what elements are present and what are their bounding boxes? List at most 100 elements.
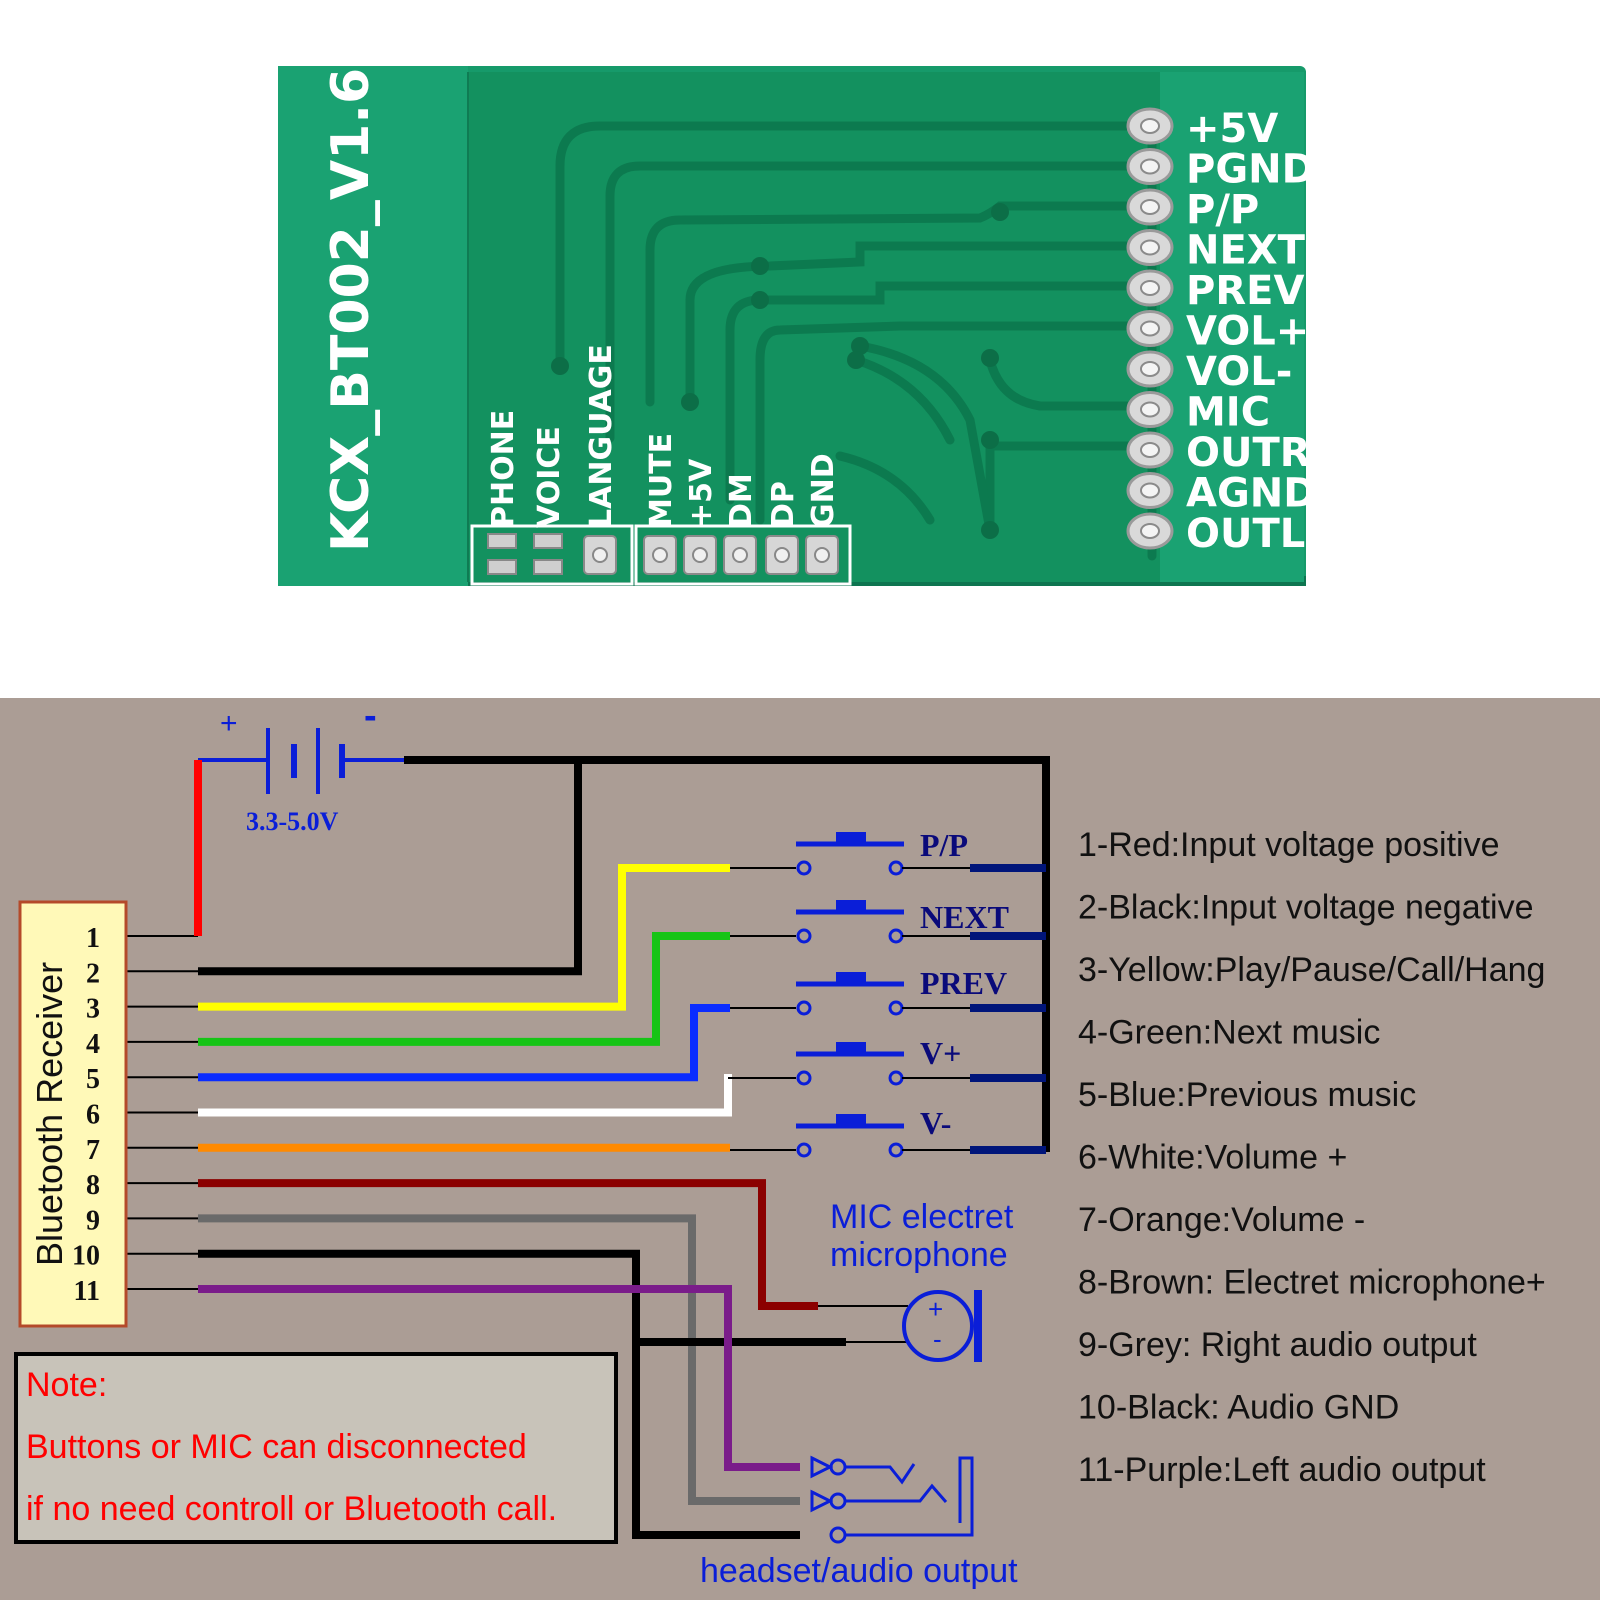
pcb-pin-11: OUTL <box>1126 511 1305 557</box>
mic-label-line2: microphone <box>830 1236 1008 1274</box>
note-box: Note: Buttons or MIC can disconnected if… <box>14 1352 618 1544</box>
receiver-pin-number: 5 <box>86 1064 100 1095</box>
receiver-pin-number: 8 <box>86 1170 100 1201</box>
legend-item: 10-Black: Audio GND <box>1078 1389 1399 1427</box>
push-buttons: P/P NEXT PREV V+ V- <box>796 827 1046 1158</box>
wire-green <box>198 932 730 1046</box>
pcb-pad-language: LANGUAGE <box>583 344 619 575</box>
pcb-pin-9: OUTR <box>1126 430 1311 476</box>
receiver-label: Bluetooth Receiver <box>29 962 70 1266</box>
pcb-pin-label: PGND <box>1186 147 1315 193</box>
battery-minus-sign: - <box>364 695 377 737</box>
pcb-pin-label: OUTL <box>1186 511 1305 557</box>
pcb-pin-10: AGND <box>1126 471 1316 517</box>
pcb-pin-3: P/P <box>1126 187 1259 233</box>
wire-blue <box>198 1004 730 1082</box>
button-v: V- <box>796 1105 1046 1158</box>
mic-symbol <box>902 1290 974 1362</box>
pcb-pin-label: VOL+ <box>1186 309 1309 355</box>
legend-item: 11-Purple:Left audio output <box>1078 1451 1486 1489</box>
legend-item: 3-Yellow:Play/Pause/Call/Hang <box>1078 951 1545 989</box>
pcb-pad-label: LANGUAGE <box>584 344 619 528</box>
button-label: PREV <box>920 965 1007 1001</box>
headset-label: headset/audio output <box>700 1552 1018 1590</box>
button-prev: PREV <box>796 965 1046 1016</box>
receiver-pin-number: 4 <box>86 1029 100 1060</box>
receiver-box <box>18 900 128 1328</box>
receiver-pin-number: 2 <box>86 958 100 989</box>
pcb-photo: +5VPGNDP/PNEXTPREVVOL+VOL-MICOUTRAGNDOUT… <box>278 66 1316 586</box>
legend-item: 1-Red:Input voltage positive <box>1078 826 1499 864</box>
pcb-pad-label: MUTE <box>644 433 679 528</box>
legend-item: 5-Blue:Previous music <box>1078 1076 1416 1114</box>
battery: + - 3.3-5.0V <box>198 695 404 836</box>
mic-minus-sign: - <box>933 1324 942 1354</box>
button-p-p: P/P <box>796 827 1046 876</box>
pcb-pad-mute: MUTE <box>643 433 679 575</box>
wire-color-legend: 1-Red:Input voltage positive2-Black:Inpu… <box>1078 826 1546 1489</box>
pcb-pin-label: P/P <box>1186 187 1259 233</box>
wire-purple <box>198 1285 800 1471</box>
battery-voltage-label: 3.3-5.0V <box>246 807 339 836</box>
button-label: V- <box>920 1105 951 1141</box>
pcb-left-area <box>278 66 468 586</box>
pcb-pin-2: PGND <box>1126 147 1315 193</box>
pcb-pad-phone: PHONE <box>486 410 521 575</box>
pcb-pad-gnd: GND <box>805 453 841 575</box>
wire-white <box>198 1074 732 1117</box>
receiver-pin-number: 3 <box>86 994 100 1025</box>
board-model-label: KCX_BT002_V1.6 <box>321 68 381 552</box>
pcb-pin-7: VOL- <box>1126 349 1292 395</box>
pcb-pad-voice: VOICE <box>532 426 567 575</box>
pcb-pin-5: PREV <box>1126 268 1304 314</box>
pcb-pin-label: NEXT <box>1186 228 1306 274</box>
pcb-pin-4: NEXT <box>1126 228 1306 274</box>
pcb-pin-1: +5V <box>1126 106 1278 152</box>
pcb-pin-6: VOL+ <box>1126 309 1309 355</box>
button-v: V+ <box>796 1035 1046 1086</box>
pcb-traces <box>555 121 1157 561</box>
receiver-pin-number: 1 <box>86 923 100 954</box>
pcb-pin-8: MIC <box>1126 390 1270 436</box>
pcb-pin-label: MIC <box>1186 390 1270 436</box>
button-next: NEXT <box>796 899 1046 944</box>
legend-item: 7-Orange:Volume - <box>1078 1201 1365 1239</box>
pcb-pin-label: +5V <box>1186 106 1278 152</box>
wire-grey <box>198 1214 800 1505</box>
microphone: + - MIC electret microphone <box>830 1198 1014 1362</box>
pcb-pad-dp: DP <box>765 481 801 575</box>
button-label: NEXT <box>920 899 1009 935</box>
pcb-pad-label: DP <box>766 481 801 528</box>
wire-yellow <box>198 864 730 1011</box>
note-title: Note: <box>26 1366 107 1404</box>
pcb-pin-label: OUTR <box>1186 430 1311 476</box>
wire-brown <box>198 1179 818 1310</box>
pcb-pin-header: +5VPGNDP/PNEXTPREVVOL+VOL-MICOUTRAGNDOUT… <box>1126 106 1316 557</box>
pcb-pad-label: GND <box>806 453 841 528</box>
pcb-pad-label: DM <box>724 473 759 528</box>
pad-frame-right <box>634 524 852 586</box>
pad-frame-left <box>470 524 634 586</box>
receiver-pin-number: 9 <box>86 1205 100 1236</box>
wire-black-audio <box>198 1249 800 1539</box>
receiver-pin-number: 6 <box>86 1100 100 1131</box>
receiver-pin-number: 7 <box>86 1135 100 1166</box>
pcb-pad-label: PHONE <box>486 410 521 528</box>
note-line2: if no need controll or Bluetooth call. <box>26 1490 557 1528</box>
battery-plus-sign: + <box>220 707 238 740</box>
pcb-pin-label: VOL- <box>1186 349 1292 395</box>
pcb-pin-label: PREV <box>1186 268 1304 314</box>
wire-black-input <box>198 760 582 976</box>
pcb-pad-5v: +5V <box>683 458 719 575</box>
note-line1: Buttons or MIC can disconnected <box>26 1428 527 1466</box>
legend-item: 8-Brown: Electret microphone+ <box>1078 1264 1546 1302</box>
receiver-pin-number: 11 <box>74 1276 100 1307</box>
pcb-right-strip <box>1160 72 1304 582</box>
button-label: V+ <box>920 1035 961 1071</box>
pcb-pad-label: +5V <box>684 458 719 528</box>
pcb-pad-label: VOICE <box>532 426 567 528</box>
